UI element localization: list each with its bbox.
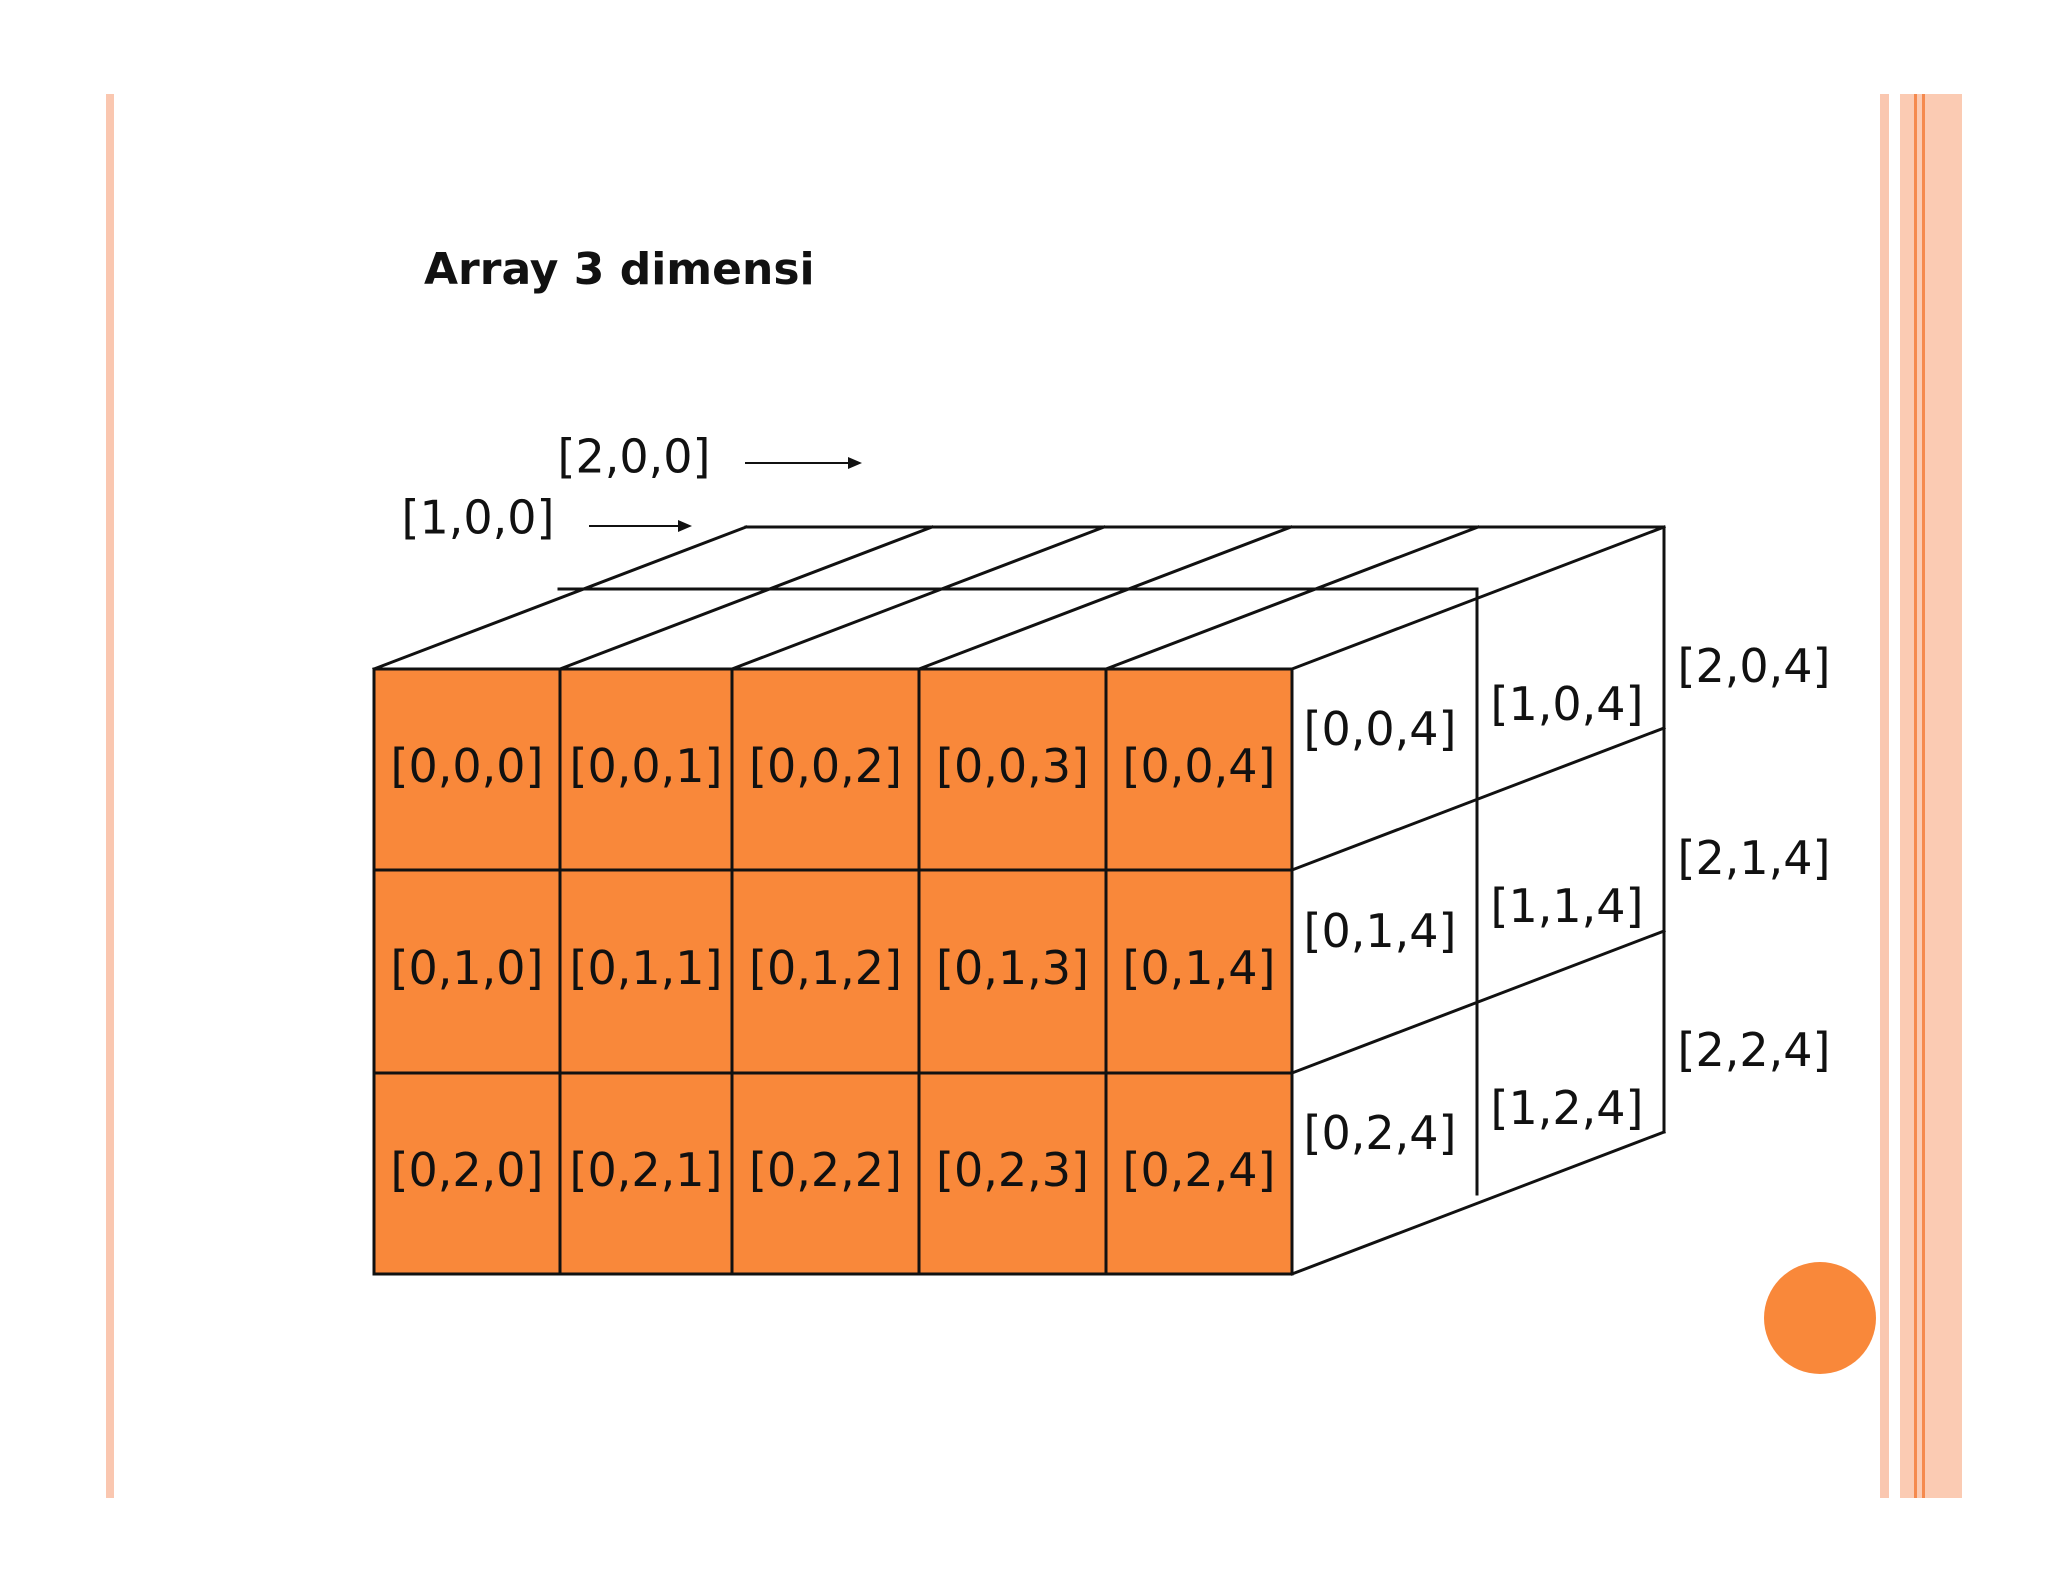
layer-pointer-label: [1,0,0] [402, 491, 555, 545]
arrowhead-icon [678, 520, 692, 532]
side-cell-label: [2,1,4] [1678, 831, 1831, 885]
front-cell [730, 1071, 921, 1276]
arrowhead-icon [848, 457, 862, 469]
front-cell-label: [0,2,3] [936, 1143, 1089, 1197]
front-cell-label: [0,0,4] [1123, 739, 1276, 793]
front-cell-label: [0,2,1] [570, 1143, 723, 1197]
top-face-edge [372, 525, 748, 671]
front-cell-label: [0,1,2] [749, 941, 902, 995]
front-cell [917, 1071, 1108, 1276]
side-cell-label: [0,1,4] [1304, 904, 1457, 958]
right-stripe-outer [1880, 94, 1889, 1498]
slide-title: Array 3 dimensi [424, 244, 815, 295]
front-cell-label: [0,1,4] [1123, 941, 1276, 995]
layer-pointer-label: [2,0,0] [558, 430, 711, 484]
side-cell-label: [0,0,4] [1304, 702, 1457, 756]
front-cell [372, 868, 562, 1075]
side-cell-label: [1,1,4] [1491, 879, 1644, 933]
front-cell-label: [0,2,0] [391, 1143, 544, 1197]
top-face-edge [730, 525, 1106, 671]
right-stripe-line-a [1914, 94, 1917, 1498]
top-face-edge [1104, 525, 1480, 671]
side-cell-label: [0,2,4] [1304, 1106, 1457, 1160]
side-cell-label: [1,0,4] [1491, 677, 1644, 731]
front-cell-label: [0,1,1] [570, 941, 723, 995]
front-cell-label: [0,1,0] [391, 941, 544, 995]
front-cell [558, 1071, 734, 1276]
side-cell-label: [2,2,4] [1678, 1023, 1831, 1077]
front-cell [372, 1071, 562, 1276]
accent-dot [1764, 1262, 1876, 1374]
front-cell-label: [0,2,2] [749, 1143, 902, 1197]
front-cell-label: [0,0,3] [936, 739, 1089, 793]
front-cell [372, 667, 562, 872]
right-stripe-band [1900, 94, 1962, 1498]
side-face-row-line [1290, 726, 1666, 872]
side-face-row-line [1290, 1130, 1666, 1276]
side-face-row-line [1290, 929, 1666, 1075]
side-cell-label: [2,0,4] [1678, 639, 1831, 693]
top-face-edge [917, 525, 1293, 671]
right-stripe-line-b [1922, 94, 1925, 1498]
front-cell [917, 868, 1108, 1075]
top-face-edge [558, 525, 934, 671]
front-cell [558, 667, 734, 872]
front-cell [1104, 1071, 1294, 1276]
front-cell-label: [0,0,2] [749, 739, 902, 793]
front-cell-label: [0,1,3] [936, 941, 1089, 995]
front-cell [558, 868, 734, 1075]
left-stripe [106, 94, 114, 1498]
front-cell-label: [0,0,0] [391, 739, 544, 793]
side-cell-label: [1,2,4] [1491, 1081, 1644, 1135]
front-cell [730, 868, 921, 1075]
front-cell-label: [0,2,4] [1123, 1143, 1276, 1197]
front-cell-label: [0,0,1] [570, 739, 723, 793]
